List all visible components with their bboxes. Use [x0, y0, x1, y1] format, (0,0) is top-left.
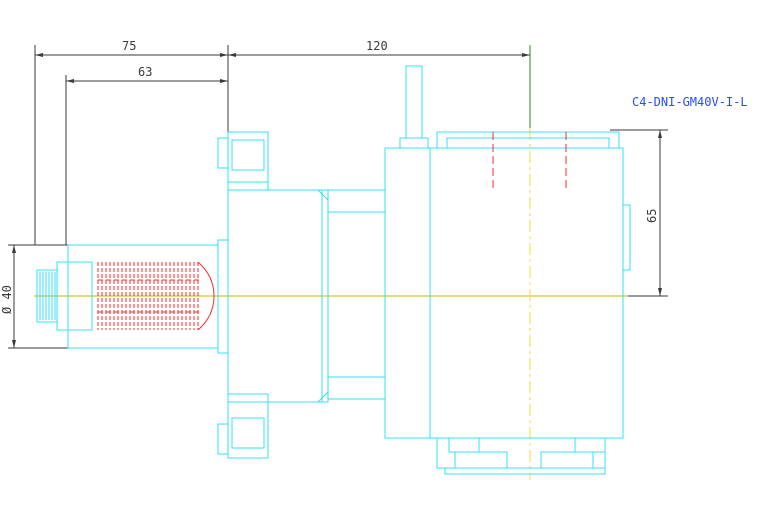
thread-detail: [97, 261, 215, 331]
dimension-120-label: 120: [366, 39, 388, 53]
dimension-diameter-label: Ø 40: [0, 285, 14, 314]
dimension-75-label: 75: [122, 39, 136, 53]
bolt-hole-marks: [492, 132, 567, 190]
dimension-63-label: 63: [138, 65, 152, 79]
dimension-75: 75: [34, 39, 228, 245]
dimension-65-label: 65: [645, 209, 659, 223]
lower-clamp: [217, 393, 269, 459]
upper-clamp: [217, 131, 269, 191]
tool-shank: [36, 239, 229, 354]
dimension-63: 63: [65, 65, 228, 245]
gear-housing: [384, 65, 631, 475]
dimension-65: 65: [600, 129, 668, 297]
dimension-120: 120: [227, 39, 531, 140]
dimension-diameter-40: Ø 40: [0, 244, 68, 349]
part-label: C4-DNI-GM40V-I-L: [632, 95, 748, 109]
